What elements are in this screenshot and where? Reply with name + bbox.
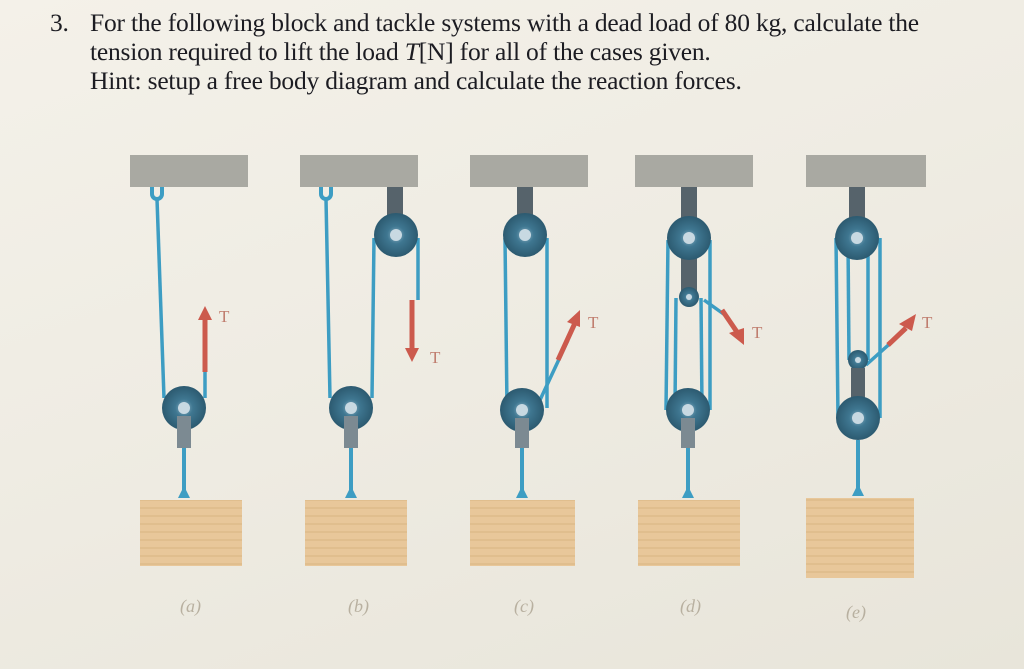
ceiling-d (635, 155, 753, 187)
ceiling-c (470, 155, 588, 187)
hint-line: Hint: setup a free body diagram and calc… (90, 66, 742, 95)
load-d (638, 500, 740, 566)
load-b (305, 500, 407, 566)
pulley-a-lower (162, 386, 206, 448)
pulley-b-lower (329, 386, 373, 448)
load-e (806, 498, 914, 578)
caption-a: (a) (180, 596, 201, 617)
hook-a (150, 187, 164, 201)
pulley-d-lower (666, 388, 710, 448)
tension-label-d: T (752, 323, 763, 342)
pulley-b-upper (374, 213, 418, 257)
tension-symbol: T (404, 37, 419, 66)
tension-arrow-d (719, 308, 740, 334)
pulley-c-upper (503, 213, 547, 257)
tension-label-e: T (922, 313, 933, 332)
load-a (140, 500, 242, 566)
rope-c (503, 237, 570, 416)
case-c: T (c) (470, 155, 599, 617)
tension-label-c: T (588, 313, 599, 332)
case-b: T (b) (300, 155, 441, 617)
case-a: T (a) (130, 155, 248, 617)
question-line-2: tension required to lift the load T[N] f… (90, 37, 711, 66)
caption-b: (b) (348, 596, 369, 617)
question-number: 3. (50, 8, 69, 37)
ceiling-e (806, 155, 926, 187)
caption-c: (c) (514, 596, 534, 617)
case-d: T (d) (635, 155, 763, 617)
pulley-d-middle (679, 287, 699, 307)
caption-e: (e) (846, 602, 866, 623)
pulley-e-lower (836, 396, 880, 440)
caption-d: (d) (680, 596, 701, 617)
load-c (470, 500, 575, 566)
hook-b (319, 187, 333, 201)
rope-a (155, 198, 207, 399)
pulley-d-upper (667, 216, 711, 260)
question-text: 3.For the following block and tackle sys… (50, 8, 1010, 95)
tension-label-b: T (430, 348, 441, 367)
tension-arrow-c (555, 321, 578, 362)
pulley-c-lower (500, 388, 544, 448)
tension-arrow-e (886, 326, 908, 347)
rope-b (324, 198, 420, 399)
ceiling-b (300, 155, 418, 187)
rope-d (664, 239, 727, 411)
pulley-e-upper (835, 216, 879, 260)
case-e: T (e) (806, 155, 933, 623)
question-line-1: 3.For the following block and tackle sys… (50, 8, 919, 37)
tension-label-a: T (219, 307, 230, 326)
ceiling-a (130, 155, 248, 187)
